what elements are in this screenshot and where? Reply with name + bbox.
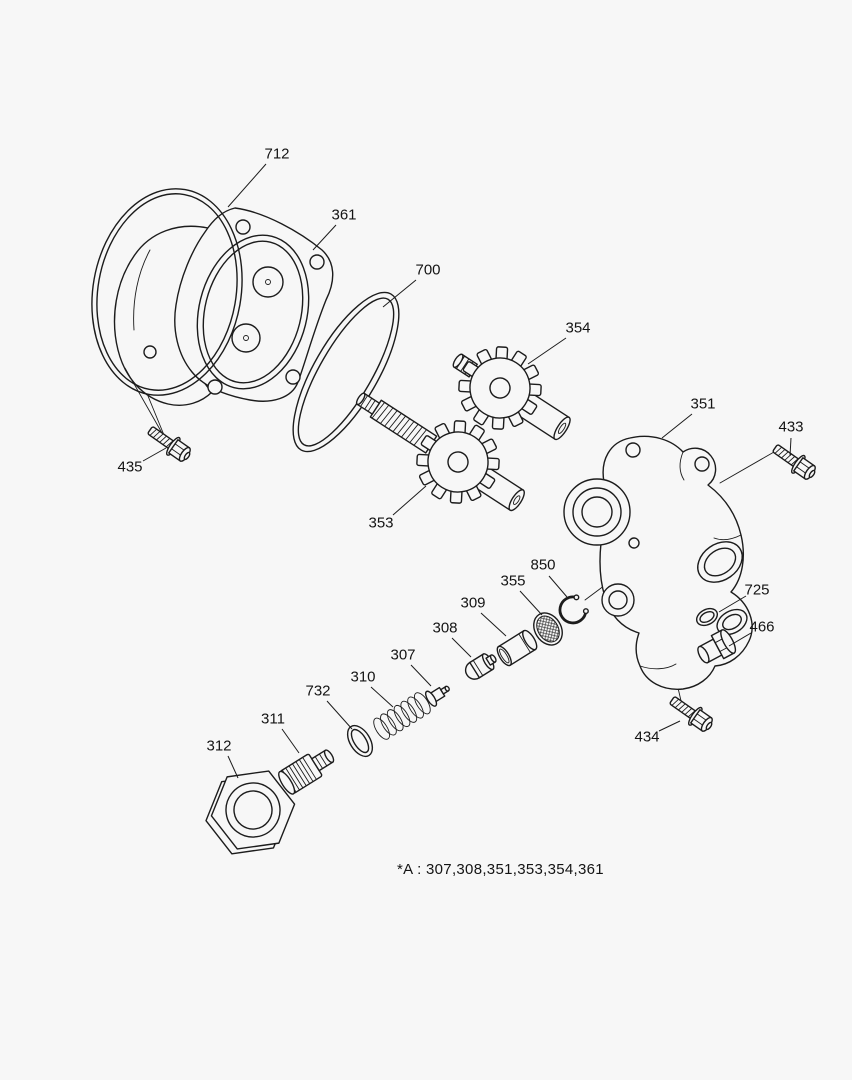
part-label-311: 311 [261,711,285,728]
leader-line-435 [142,447,167,462]
leader-line-732 [326,700,353,730]
gasket-700 [292,291,400,453]
leader-line-433 [789,437,792,457]
part-label-310: 310 [350,669,375,686]
leader-line-355 [519,590,543,616]
filter-355 [533,612,563,646]
valve-parts [205,594,589,855]
plug-311 [278,749,335,795]
part-label-351: 351 [690,396,715,413]
bolt-435 [143,420,196,467]
leader-line-361 [312,224,337,251]
leader-line-466 [728,632,752,647]
leader-line-725 [718,595,747,613]
cap-466 [697,629,737,664]
part-label-354: 354 [565,320,590,337]
part-label-355: 355 [500,573,525,590]
snap-ring-850 [558,594,589,625]
spring-310 [373,692,431,740]
part-label-732: 732 [305,683,330,700]
part-label-361: 361 [331,207,356,224]
leader-line-312 [227,755,239,779]
part-label-309: 309 [460,595,485,612]
part-label-712: 712 [264,146,289,163]
seat-307 [424,685,450,707]
pump-cover-assembly [113,207,334,406]
bolt-434 [665,690,718,737]
leader-line-310 [370,686,394,708]
gear-354 [433,325,571,465]
footnote-note-a: *A : 307,308,351,353,354,361 [397,861,604,878]
sleeve-309 [496,629,538,667]
part-label-353: 353 [368,515,393,532]
leader-line-309 [480,612,507,637]
part-label-433: 433 [778,419,803,436]
leader-line-700 [382,279,417,308]
oring-712 [91,188,243,396]
part-label-700: 700 [415,262,440,279]
leader-line-308 [451,637,472,658]
leader-line-712 [227,163,267,208]
leader-line-354 [527,337,567,365]
leader-line-351 [661,413,693,439]
leader-line-434 [658,720,681,732]
oring-725 [695,607,719,627]
part-label-308: 308 [432,620,457,637]
part-label-466: 466 [749,619,774,636]
leader-line-307 [410,664,432,687]
part-label-312: 312 [206,738,231,755]
leader-line-850 [548,575,568,598]
gear-shaft-353 [355,392,525,537]
part-label-307: 307 [390,647,415,664]
valve-308 [464,653,497,680]
part-label-725: 725 [744,582,769,599]
pump-body-351 [563,435,753,690]
part-label-850: 850 [530,557,555,574]
leader-line-353 [392,485,427,516]
bolt-433 [768,438,821,485]
leader-line-311 [281,728,300,754]
part-label-434: 434 [634,729,659,746]
nut-312 [205,770,296,855]
oring-732 [346,724,374,758]
part-label-435: 435 [117,459,142,476]
